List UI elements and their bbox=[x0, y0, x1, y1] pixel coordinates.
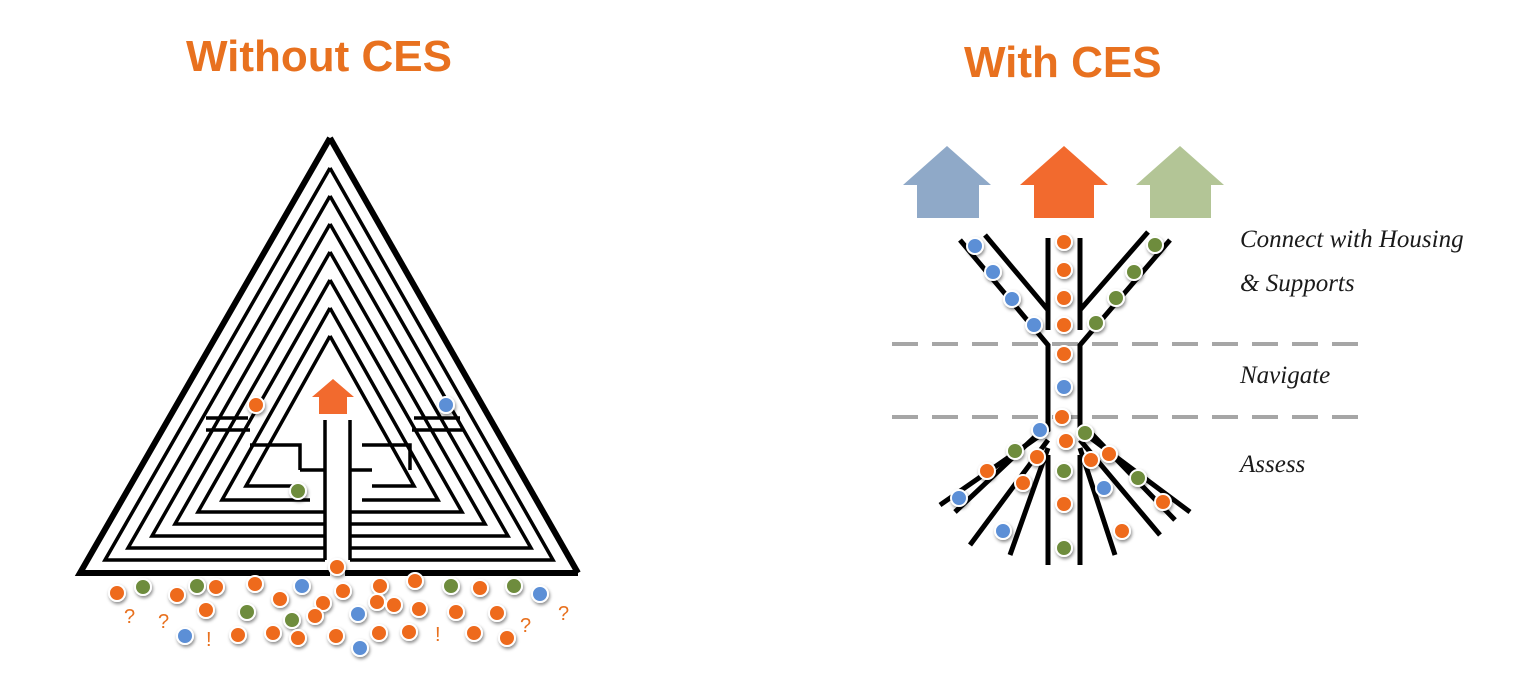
question-mark: ? bbox=[158, 611, 169, 633]
maze bbox=[74, 136, 581, 576]
exclamation-mark: ! bbox=[206, 629, 212, 651]
home-icon-green bbox=[1136, 146, 1224, 218]
question-mark: ? bbox=[124, 606, 135, 628]
maze-dots bbox=[247, 396, 455, 576]
confusion-marks: ? ? ! ! ? ? bbox=[124, 603, 569, 651]
dot bbox=[247, 396, 265, 414]
stage-label-connect: Connect with Housing bbox=[1240, 226, 1464, 253]
title-with-ces: With CES bbox=[964, 38, 1162, 87]
home-icon-maze bbox=[312, 379, 354, 414]
crowd-dots bbox=[108, 572, 549, 657]
question-mark: ? bbox=[520, 615, 531, 637]
exclamation-mark: ! bbox=[435, 624, 441, 646]
dot bbox=[328, 558, 346, 576]
houses bbox=[903, 146, 1224, 218]
stage-label-connect-2: & Supports bbox=[1240, 270, 1355, 297]
home-icon-orange bbox=[1020, 146, 1108, 218]
dot bbox=[437, 396, 455, 414]
title-without-ces: Without CES bbox=[186, 32, 452, 81]
funnel-paths bbox=[938, 230, 1192, 565]
question-mark: ? bbox=[558, 603, 569, 625]
funnel-dots bbox=[950, 233, 1172, 557]
home-icon-blue bbox=[903, 146, 991, 218]
stage-label-navigate: Navigate bbox=[1240, 362, 1331, 389]
dot bbox=[289, 482, 307, 500]
stage-label-assess: Assess bbox=[1240, 451, 1306, 478]
